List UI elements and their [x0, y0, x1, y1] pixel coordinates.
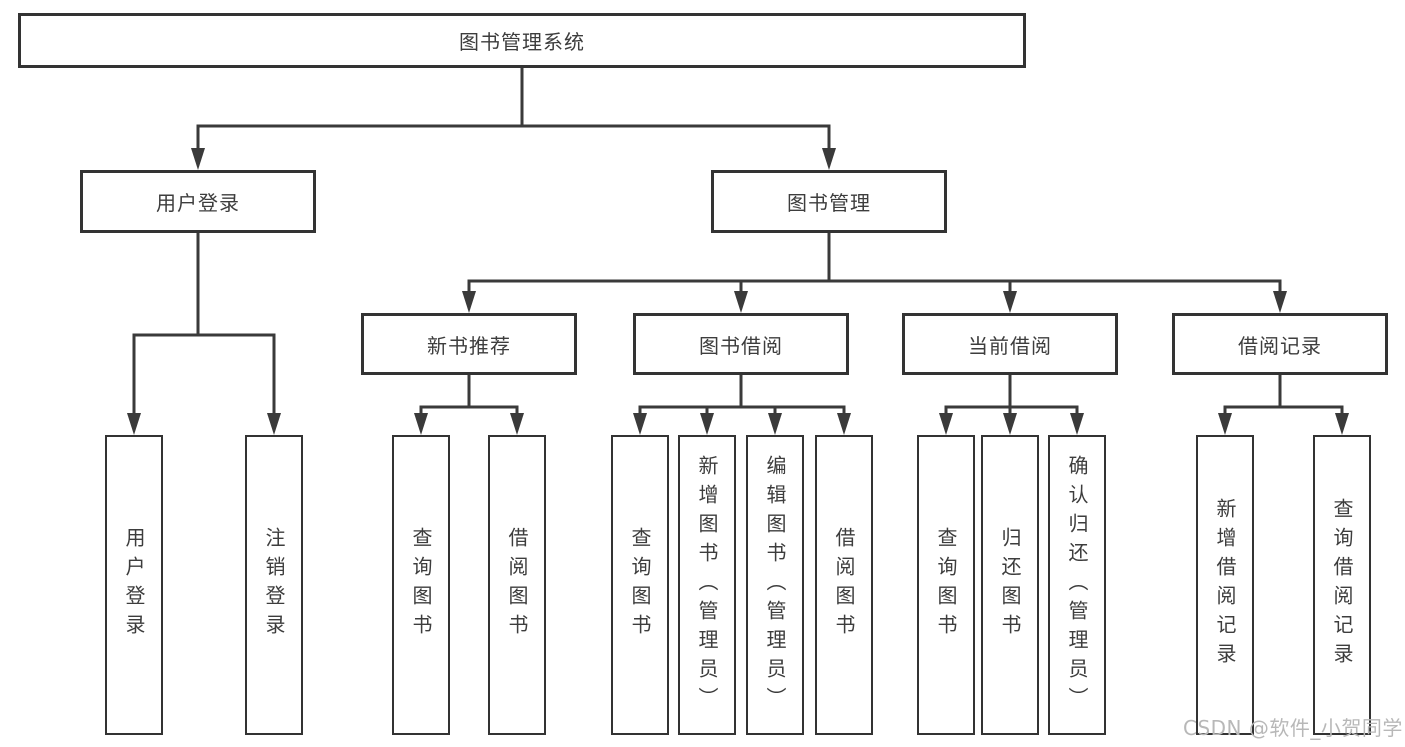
node-book-borrow: 图书借阅 — [633, 313, 849, 375]
node-leaf-query-book-3: 查询图书 — [917, 435, 975, 735]
node-user-login-group: 用户登录 — [80, 170, 316, 233]
node-leaf-borrow-book-2: 借阅图书 — [815, 435, 873, 735]
node-leaf-borrow-book-1: 借阅图书 — [488, 435, 546, 735]
node-leaf-user-login: 用户登录 — [105, 435, 163, 735]
node-book-management: 图书管理 — [711, 170, 947, 233]
node-leaf-confirm-return: 确认归还（管理员） — [1048, 435, 1106, 735]
node-leaf-add-borrow-record: 新增借阅记录 — [1196, 435, 1254, 735]
node-current-borrow: 当前借阅 — [902, 313, 1118, 375]
node-leaf-logout: 注销登录 — [245, 435, 303, 735]
node-leaf-return-book: 归还图书 — [981, 435, 1039, 735]
node-new-book-recommend: 新书推荐 — [361, 313, 577, 375]
node-leaf-edit-book: 编辑图书（管理员） — [746, 435, 804, 735]
node-leaf-query-book-2: 查询图书 — [611, 435, 669, 735]
node-borrow-records: 借阅记录 — [1172, 313, 1388, 375]
node-root: 图书管理系统 — [18, 13, 1026, 68]
node-leaf-query-book-1: 查询图书 — [392, 435, 450, 735]
node-leaf-add-book: 新增图书（管理员） — [678, 435, 736, 735]
watermark-text: CSDN @软件_小贺同学 — [1183, 716, 1403, 740]
node-leaf-query-borrow-record: 查询借阅记录 — [1313, 435, 1371, 735]
